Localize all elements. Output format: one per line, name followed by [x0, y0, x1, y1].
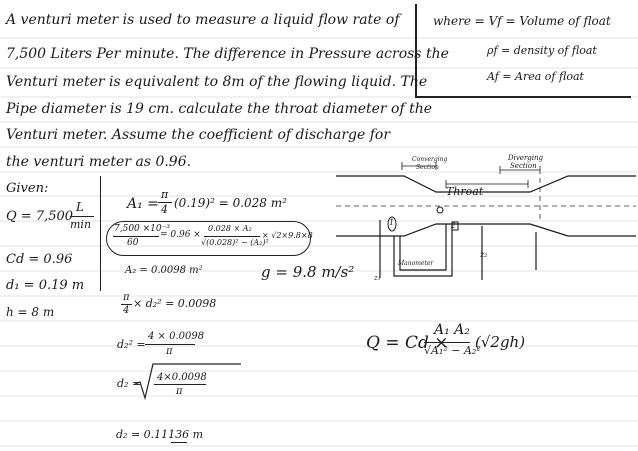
result-underline — [171, 442, 187, 443]
a2-value: A₂ = 0.0098 m² — [125, 265, 203, 276]
fraction-bar — [204, 236, 260, 237]
legend-box: where = Vf = Volume of float ρf = densit… — [415, 4, 631, 98]
point-2-label: 2 — [451, 222, 456, 230]
circled-equation — [106, 221, 311, 256]
throat-label: Throat — [446, 185, 484, 198]
result: d₂ = 0.11136 m — [116, 428, 204, 441]
circled-tail: × √2×9.8×8 — [262, 231, 313, 240]
given-q-unit-den: min — [70, 218, 92, 231]
problem-line: Venturi meter. Assume the coefficient of… — [6, 127, 391, 143]
a1-rest: (0.19)² = 0.028 m² — [174, 196, 287, 210]
venturi-diagram: Converging Section Diverging Section Thr… — [336, 150, 636, 290]
problem-line: 7,500 Liters Per minute. The difference … — [6, 46, 449, 62]
converging-label-2: Section — [416, 164, 439, 171]
legend-line: where = Vf = Volume of float — [433, 14, 611, 28]
sqrt-sign — [134, 363, 241, 401]
d2-lhs: d₂ = — [117, 377, 142, 390]
formula-lhs: Q = Cd × — [366, 333, 449, 353]
fraction-bar — [113, 236, 159, 237]
d2-num: 4×0.0098 — [157, 372, 207, 383]
given-cd: Cd = 0.96 — [6, 252, 73, 267]
manometer-label: Manometer — [398, 260, 434, 267]
venturi-drawing — [336, 162, 636, 280]
fraction-bar — [145, 344, 195, 345]
circled-frac-den: √(0.028)² − (A₂)² — [201, 238, 269, 247]
problem-line: A venturi meter is used to measure a liq… — [6, 12, 400, 28]
formula-num: A₁ A₂ — [434, 322, 470, 338]
circled-frac-num: 0.028 × A₂ — [208, 224, 252, 233]
formula-tail: (√2gh) — [475, 333, 526, 351]
given-q: Q = 7,500 — [6, 209, 74, 224]
a1-lhs: A₁ = — [127, 196, 159, 212]
given-heading: Given: — [6, 181, 49, 196]
diverging-label-2: Section — [510, 162, 537, 170]
pi-rest: × d₂² = 0.0098 — [133, 297, 217, 310]
converging-label: Converging — [412, 156, 448, 163]
problem-line: the venturi meter as 0.96. — [6, 154, 192, 170]
circled-eq: = 0.96 × — [160, 230, 201, 240]
diverging-label: Diverging — [508, 154, 544, 162]
fraction-bar — [424, 342, 470, 343]
legend-line: ρf = density of float — [487, 44, 597, 57]
d2-den: π — [176, 386, 183, 397]
problem-line: Venturi meter is equivalent to 8m of the… — [6, 74, 428, 90]
fraction-bar — [70, 216, 94, 217]
z1-label: z₁ — [374, 274, 381, 282]
fraction-bar — [121, 304, 132, 305]
given-divider — [100, 176, 101, 291]
pi-frac-den: 4 — [123, 305, 130, 316]
circled-num: 7,500 ×10⁻³ — [114, 224, 170, 234]
fraction-bar — [158, 202, 172, 203]
fraction-bar — [154, 384, 206, 385]
given-q-unit-num: L — [76, 200, 84, 214]
d2sq-lhs: d₂² = — [117, 338, 146, 351]
legend-line: Af = Area of float — [487, 70, 584, 83]
a1-frac-num: π — [161, 188, 169, 201]
point-1-label: 1 — [389, 218, 395, 227]
formula-den: √A₁² − A₂² — [424, 344, 481, 357]
d2sq-den: π — [166, 346, 173, 357]
given-d1: d₁ = 0.19 m — [6, 278, 85, 293]
a1-frac-den: 4 — [161, 203, 168, 216]
problem-line: Pipe diameter is 19 cm. calculate the th… — [6, 101, 433, 117]
gravity: g = 9.8 m/s² — [261, 263, 355, 281]
given-h: h = 8 m — [6, 305, 55, 319]
circled-den: 60 — [127, 238, 139, 248]
z2-label: z₂ — [480, 250, 488, 259]
pi-frac-num: π — [123, 292, 130, 303]
d2sq-num: 4 × 0.0098 — [148, 331, 205, 342]
